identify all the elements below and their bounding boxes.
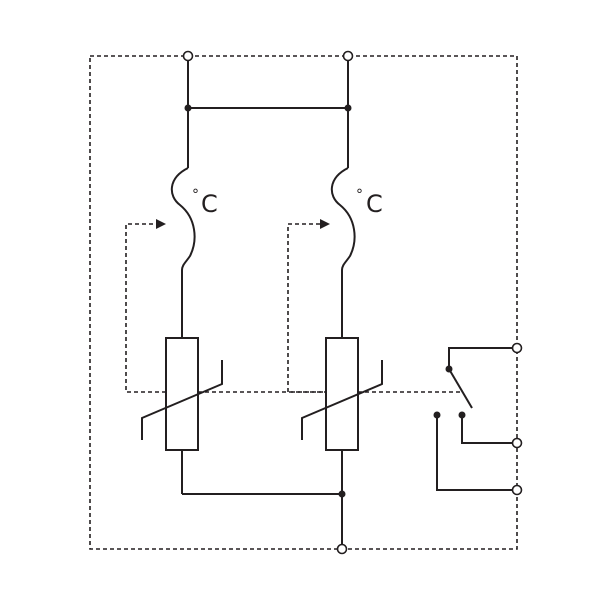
switch-contact-nc [458,411,466,419]
feedback-line-right [287,223,326,393]
feedback-arrow-right [320,219,330,229]
terminal-switch-no [511,484,523,496]
switch-contact-no-wire [436,415,517,491]
temperature-element-left [170,167,196,271]
junction-right-top [344,104,352,112]
junction-bottom [338,490,346,498]
terminal-switch-common [511,342,523,354]
temperature-element-right [330,167,356,271]
terminal-top-left [182,50,194,62]
resistor-adjust-stroke-left [141,360,223,440]
feedback-arrow-left [156,219,166,229]
feedback-line-left [125,223,166,393]
celsius-label-left: C [201,190,218,218]
variable-resistor-left [165,337,199,451]
terminal-top-right [342,50,354,62]
junction-left-top [184,104,192,112]
switch-blade [448,368,473,409]
terminal-switch-nc [511,437,523,449]
degree-symbol-right: ° [356,187,363,203]
terminal-bottom [336,543,348,555]
variable-resistor-right [325,337,359,451]
enclosure-boundary [89,55,518,550]
switch-contact-nc-wire [461,415,517,444]
degree-symbol-left: ° [192,187,199,203]
celsius-label-right: C [366,190,383,218]
switch-contact-no [433,411,441,419]
switch-pivot [445,365,453,373]
switch-common-wire [448,347,517,369]
resistor-adjust-stroke-right [301,360,383,440]
